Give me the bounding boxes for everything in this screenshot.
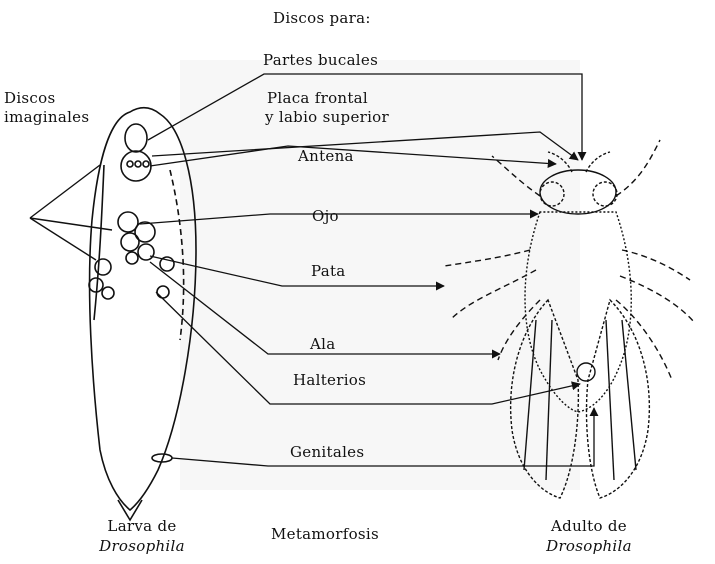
caption-larva-line2: Drosophila bbox=[99, 538, 185, 555]
label-genitales: Genitales bbox=[290, 444, 364, 461]
label-antena: Antena bbox=[298, 148, 354, 165]
label-ala: Ala bbox=[310, 336, 335, 353]
label-placa-frontal-line1: Placa frontal bbox=[267, 90, 368, 107]
label-ojo: Ojo bbox=[312, 208, 339, 225]
caption-larva-line1: Larva de bbox=[107, 518, 176, 535]
label-pata: Pata bbox=[311, 263, 346, 280]
caption-adulto-line1: Adulto de bbox=[551, 518, 627, 535]
label-discos-imaginales-line2: imaginales bbox=[4, 109, 89, 126]
label-placa-frontal-line2: y labio superior bbox=[265, 109, 389, 126]
header-discos-para: Discos para: bbox=[273, 10, 371, 27]
caption-adulto-line2: Drosophila bbox=[546, 538, 632, 555]
label-halterios: Halterios bbox=[293, 372, 366, 389]
mouth-disc bbox=[125, 124, 147, 152]
label-partes-bucales: Partes bucales bbox=[263, 52, 378, 69]
caption-metamorfosis: Metamorfosis bbox=[271, 526, 379, 543]
label-discos-imaginales-line1: Discos bbox=[4, 90, 55, 107]
fly-eye-right bbox=[593, 182, 617, 206]
fly-wing-right bbox=[587, 300, 650, 498]
